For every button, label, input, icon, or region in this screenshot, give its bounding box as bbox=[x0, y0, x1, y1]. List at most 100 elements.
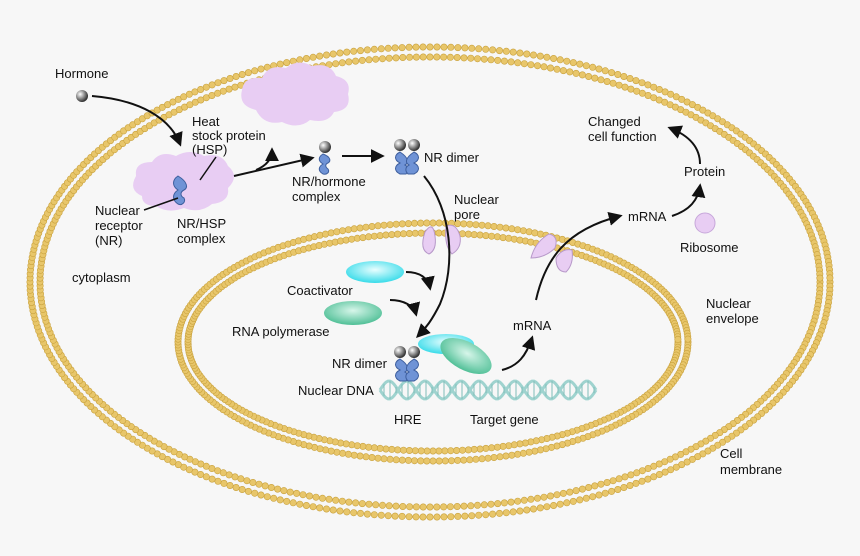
rna-polymerase-bound-shape bbox=[440, 337, 492, 375]
lipid-head bbox=[447, 43, 455, 51]
lipid-head bbox=[453, 53, 461, 61]
lipid-head bbox=[344, 226, 352, 234]
lipid-head bbox=[453, 502, 461, 510]
lipid-head bbox=[392, 220, 400, 228]
arrow-mrna-to-protein bbox=[671, 183, 706, 217]
lipid-head bbox=[388, 231, 396, 239]
lipid-head bbox=[621, 83, 629, 91]
lipid-head bbox=[391, 44, 399, 52]
lipid-head bbox=[614, 485, 622, 493]
lipid-head bbox=[350, 47, 358, 55]
lipid-head bbox=[464, 230, 472, 238]
lipid-head bbox=[257, 65, 265, 73]
lipid-head bbox=[435, 447, 443, 455]
lipid-head bbox=[569, 59, 577, 67]
nr-leader-line bbox=[143, 197, 179, 211]
lipid-head bbox=[540, 493, 548, 501]
lipid-head bbox=[363, 46, 371, 54]
lipid-head bbox=[615, 475, 623, 483]
lipid-head bbox=[601, 489, 609, 497]
lipid-head bbox=[566, 488, 574, 496]
lipid-head bbox=[398, 44, 406, 52]
lipid-head bbox=[214, 477, 222, 485]
lipid-head bbox=[569, 497, 577, 505]
lipid-head bbox=[467, 54, 475, 62]
lipid-head bbox=[263, 63, 271, 71]
lipid-head bbox=[480, 55, 488, 63]
lipid-head bbox=[404, 456, 412, 464]
lipid-head bbox=[578, 71, 586, 79]
lipid-head bbox=[238, 485, 246, 493]
lipid-head bbox=[531, 229, 539, 237]
lipid-head bbox=[489, 46, 497, 54]
lipid-head bbox=[358, 56, 366, 64]
lipid-head bbox=[365, 500, 373, 508]
lipid-head bbox=[412, 53, 420, 61]
lipid-head bbox=[365, 56, 373, 64]
lipid-head bbox=[603, 478, 611, 486]
lipid-head bbox=[398, 512, 406, 520]
lipid-head bbox=[255, 480, 263, 488]
lipid-head bbox=[447, 447, 455, 455]
protein-label: Protein bbox=[684, 164, 725, 179]
lipid-head bbox=[391, 512, 399, 520]
lipid-head bbox=[591, 482, 599, 490]
lipid-head bbox=[399, 502, 407, 510]
lipid-head bbox=[327, 447, 335, 455]
lipid-head bbox=[615, 81, 623, 89]
arrow-dimer-into-nucleus bbox=[416, 175, 451, 338]
lipid-head bbox=[525, 448, 533, 456]
lipid-head bbox=[489, 510, 497, 518]
arrow-protein-to-function bbox=[667, 125, 701, 165]
lipid-head bbox=[632, 77, 640, 85]
lipid-head bbox=[484, 222, 492, 230]
lipid-head bbox=[377, 45, 385, 53]
lipid-head bbox=[293, 489, 301, 497]
lipid-head bbox=[523, 50, 531, 58]
hormone-molecule bbox=[76, 90, 88, 102]
lipid-head bbox=[514, 226, 522, 234]
arrow-mrna-export bbox=[535, 211, 623, 301]
lipid-head bbox=[621, 473, 629, 481]
lipid-head bbox=[493, 233, 501, 241]
lipid-head bbox=[419, 53, 427, 61]
lipid-head bbox=[358, 500, 366, 508]
lipid-head bbox=[527, 61, 535, 69]
lipid-head bbox=[429, 447, 437, 455]
ribosome-shape bbox=[694, 212, 716, 234]
lipid-head bbox=[251, 67, 259, 75]
lipid-head bbox=[220, 479, 228, 487]
lipid-head bbox=[490, 453, 498, 461]
lipid-head bbox=[283, 497, 291, 505]
lipid-head bbox=[514, 59, 522, 67]
lipid-head bbox=[362, 223, 370, 231]
lipid-head bbox=[460, 502, 468, 510]
lipid-head bbox=[429, 219, 437, 227]
lipid-head bbox=[270, 494, 278, 502]
lipid-head bbox=[405, 446, 413, 454]
lipid-head bbox=[336, 49, 344, 57]
lipid-head bbox=[419, 503, 427, 511]
nuclear-envelope bbox=[174, 219, 692, 465]
lipid-head bbox=[352, 57, 360, 65]
lipid-head bbox=[826, 274, 834, 282]
lipid-head bbox=[508, 451, 516, 459]
lipid-head bbox=[158, 103, 166, 111]
lipid-head bbox=[208, 81, 216, 89]
dna-strand bbox=[378, 379, 598, 401]
lipid-head bbox=[440, 53, 448, 61]
lipid-head bbox=[394, 230, 402, 238]
lipid-head bbox=[460, 54, 468, 62]
lipid-head bbox=[382, 445, 390, 453]
lipid-head bbox=[370, 232, 378, 240]
arrow-coactivator bbox=[405, 271, 435, 291]
lipid-head bbox=[376, 232, 384, 240]
lipid-head bbox=[322, 51, 330, 59]
lipid-head bbox=[411, 229, 419, 237]
lipid-head bbox=[550, 501, 558, 509]
lipid-head bbox=[470, 231, 478, 239]
lipid-head bbox=[556, 56, 564, 64]
lipid-head bbox=[261, 482, 269, 490]
lipid-head bbox=[608, 69, 616, 77]
nuclear-receptor-shape bbox=[173, 175, 187, 205]
